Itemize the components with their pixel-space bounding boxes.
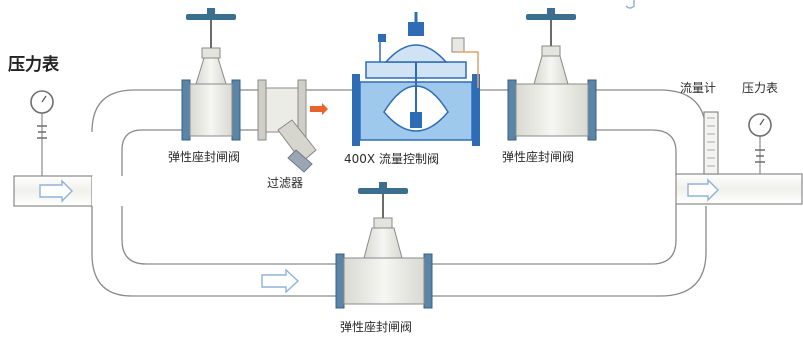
pressure-gauge-left-icon bbox=[30, 90, 54, 176]
flow-arrow-bypass bbox=[261, 268, 300, 294]
flow-arrow-outlet bbox=[687, 178, 719, 202]
flow-control-valve-label: 400X 流量控制阀 bbox=[344, 152, 439, 166]
y-strainer-icon bbox=[257, 79, 328, 173]
gate-valve-right-icon bbox=[507, 8, 597, 141]
outlet-pipe bbox=[675, 173, 803, 205]
pressure-gauge-left-label: 压力表 bbox=[8, 55, 59, 75]
flow-meter-icon bbox=[703, 111, 719, 175]
flow-arrow-inlet bbox=[39, 179, 73, 203]
gate-valve-left-label: 弹性座封闸阀 bbox=[168, 150, 241, 164]
pressure-gauge-right-label: 压力表 bbox=[742, 81, 779, 95]
gate-valve-bypass-label: 弹性座封闸阀 bbox=[340, 320, 413, 334]
decorative-mark bbox=[625, 0, 635, 9]
gate-valve-right-label: 弹性座封闸阀 bbox=[502, 150, 575, 164]
flow-meter-label: 流量计 bbox=[680, 81, 717, 95]
pressure-gauge-right-icon bbox=[748, 113, 772, 174]
main-pipe-loop bbox=[91, 89, 707, 297]
gate-valve-left-icon bbox=[181, 8, 241, 141]
gate-valve-bypass-icon bbox=[335, 182, 433, 309]
flow-control-valve-icon bbox=[352, 12, 480, 146]
strainer-label: 过滤器 bbox=[267, 176, 304, 190]
